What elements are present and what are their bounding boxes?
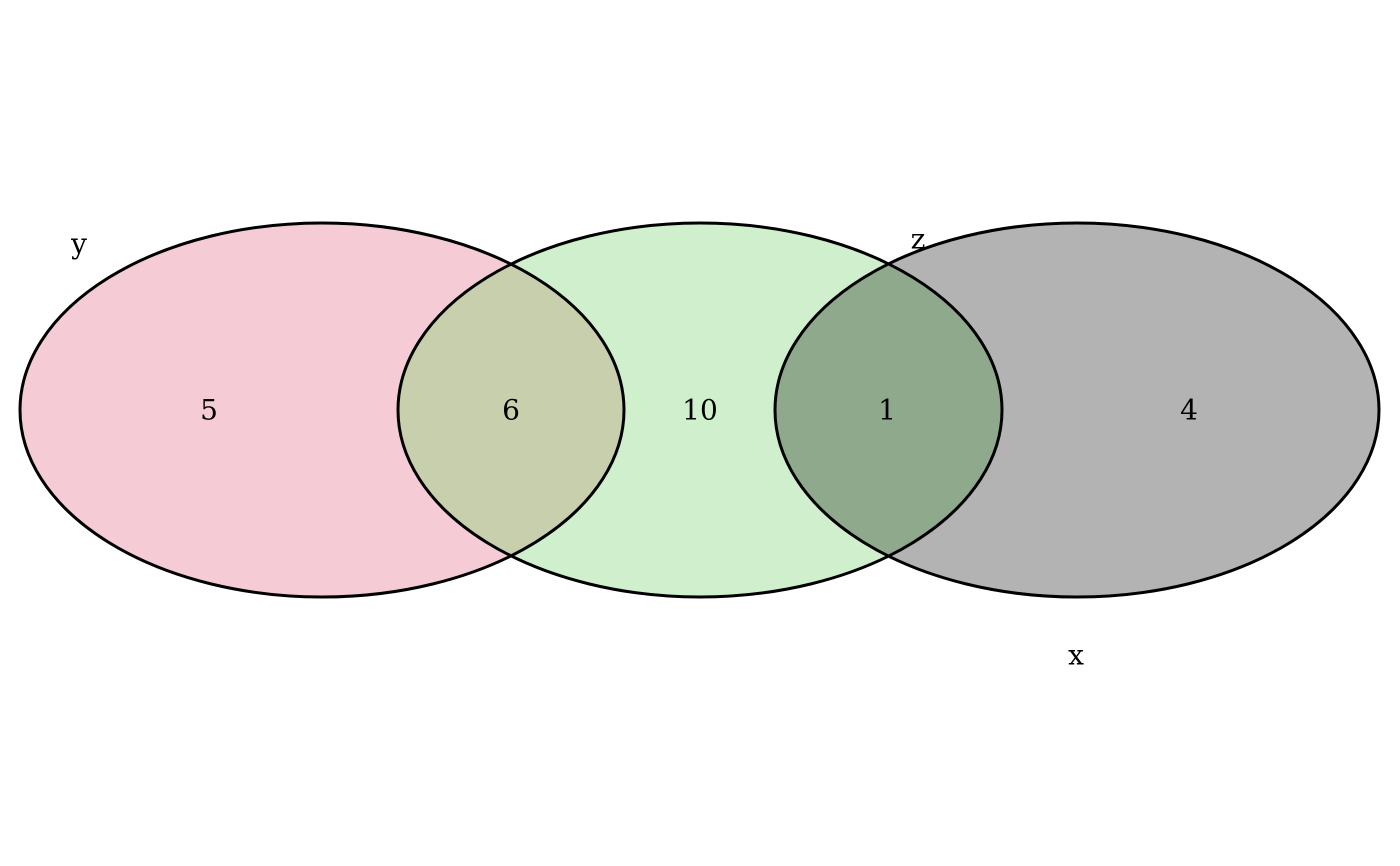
region-y-only-count: 5 (200, 394, 218, 427)
set-x-label: x (1068, 639, 1084, 672)
overlap-z-x-fill (775, 223, 1002, 597)
set-x-outline (773, 221, 1381, 599)
set-y-label: y (70, 228, 87, 261)
region-y-z-count: 6 (502, 394, 520, 427)
set-z-label: z (911, 223, 926, 256)
region-z-x-count: 1 (878, 394, 896, 427)
overlap-y-z-fill (398, 223, 624, 597)
set-z-outline (396, 221, 1004, 599)
set-y-outline (18, 221, 626, 599)
region-z-only-count: 10 (682, 394, 718, 427)
region-x-only-count: 4 (1180, 394, 1198, 427)
